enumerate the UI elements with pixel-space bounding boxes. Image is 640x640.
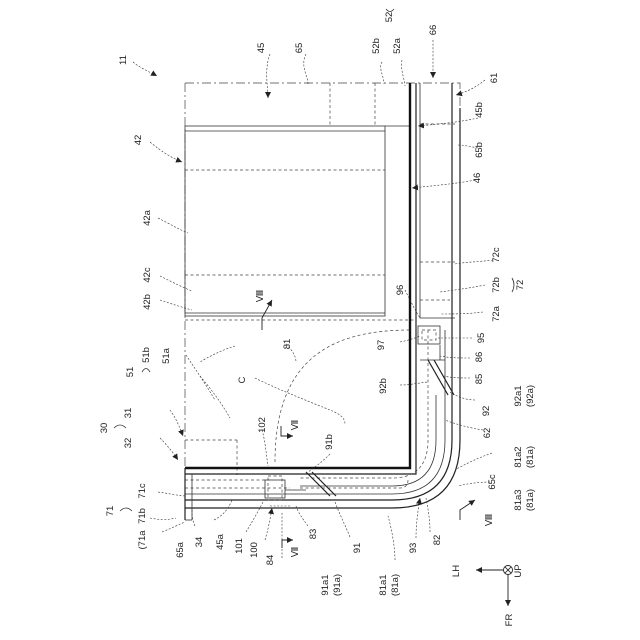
label-72c: 72c — [491, 247, 502, 263]
label-82: 82 — [432, 535, 443, 546]
label-71a: (71a — [137, 530, 148, 550]
label-92b: 92b — [378, 378, 389, 394]
label-42a: 42a — [142, 209, 153, 226]
label-65a: 65a — [175, 541, 186, 558]
label-81a1: 81a1 — [378, 574, 389, 595]
label-VIII-bottom: Ⅷ — [484, 513, 495, 526]
label-71b: 71b — [137, 508, 148, 524]
label-34: 34 — [194, 537, 205, 548]
label-45a: 45a — [215, 533, 226, 550]
label-VII-top: Ⅶ — [290, 419, 301, 430]
label-VIII-top: Ⅷ — [255, 289, 266, 302]
label-83: 83 — [308, 529, 319, 540]
label-C: C — [237, 376, 248, 383]
label-52: 52 — [384, 12, 395, 23]
label-85: 85 — [474, 374, 485, 385]
label-81a2-sub: (81a) — [525, 446, 536, 468]
label-71: 71 — [105, 506, 116, 517]
label-91: 91 — [352, 543, 363, 554]
label-97: 97 — [376, 340, 387, 351]
label-52b: 52b — [371, 38, 382, 54]
label-81a2: 81a2 — [513, 446, 524, 467]
label-102: 102 — [257, 417, 268, 433]
label-72a: 72a — [491, 305, 502, 322]
label-62: 62 — [482, 428, 493, 439]
label-42b: 42b — [142, 294, 153, 310]
label-95: 95 — [476, 333, 487, 344]
label-71c: 71c — [137, 483, 148, 499]
label-42c: 42c — [142, 267, 153, 283]
label-65: 65 — [294, 43, 305, 54]
label-30: 30 — [99, 423, 110, 434]
label-100: 100 — [249, 542, 260, 558]
label-45b: 45b — [474, 102, 485, 118]
label-72b: 72b — [491, 277, 502, 293]
label-42: 42 — [133, 135, 144, 146]
label-81: 81 — [282, 339, 293, 350]
label-92a1-sub: (92a) — [525, 385, 536, 407]
label-91a1-sub: (91a) — [332, 574, 343, 596]
label-32: 32 — [123, 438, 134, 449]
label-51b: 51b — [141, 347, 152, 363]
label-72: 72 — [515, 280, 526, 291]
direction-indicator — [476, 566, 513, 607]
label-VII-bottom: Ⅶ — [290, 546, 301, 557]
label-11: 11 — [118, 55, 129, 65]
label-45: 45 — [256, 43, 267, 54]
label-65b: 65b — [474, 142, 485, 158]
braces — [114, 9, 514, 511]
label-FR: FR — [504, 614, 515, 627]
label-91a1: 91a1 — [320, 574, 331, 595]
label-93: 93 — [408, 543, 419, 554]
label-81a1-sub: (81a) — [390, 574, 401, 596]
label-81a3-sub: (81a) — [525, 489, 536, 511]
labels: 11 45 65 52b 52 52a 66 61 42 45b 65b 46 … — [99, 12, 536, 627]
label-84: 84 — [265, 555, 276, 566]
label-92a1: 92a1 — [513, 385, 524, 406]
label-92: 92 — [481, 406, 492, 417]
label-UP: UP — [513, 564, 524, 577]
label-LH: LH — [451, 565, 462, 577]
main-structure — [185, 83, 460, 520]
label-101: 101 — [234, 538, 245, 554]
label-51a: 51a — [161, 347, 172, 364]
label-81a3: 81a3 — [513, 489, 524, 510]
label-65c: 65c — [487, 474, 498, 490]
label-96: 96 — [395, 285, 406, 296]
label-61: 61 — [489, 73, 500, 84]
label-66: 66 — [428, 25, 439, 36]
label-46: 46 — [472, 173, 483, 184]
label-52a: 52a — [392, 37, 403, 54]
label-51: 51 — [125, 367, 136, 378]
label-31: 31 — [123, 408, 134, 419]
label-86: 86 — [474, 352, 485, 363]
label-91b: 91b — [324, 434, 335, 450]
